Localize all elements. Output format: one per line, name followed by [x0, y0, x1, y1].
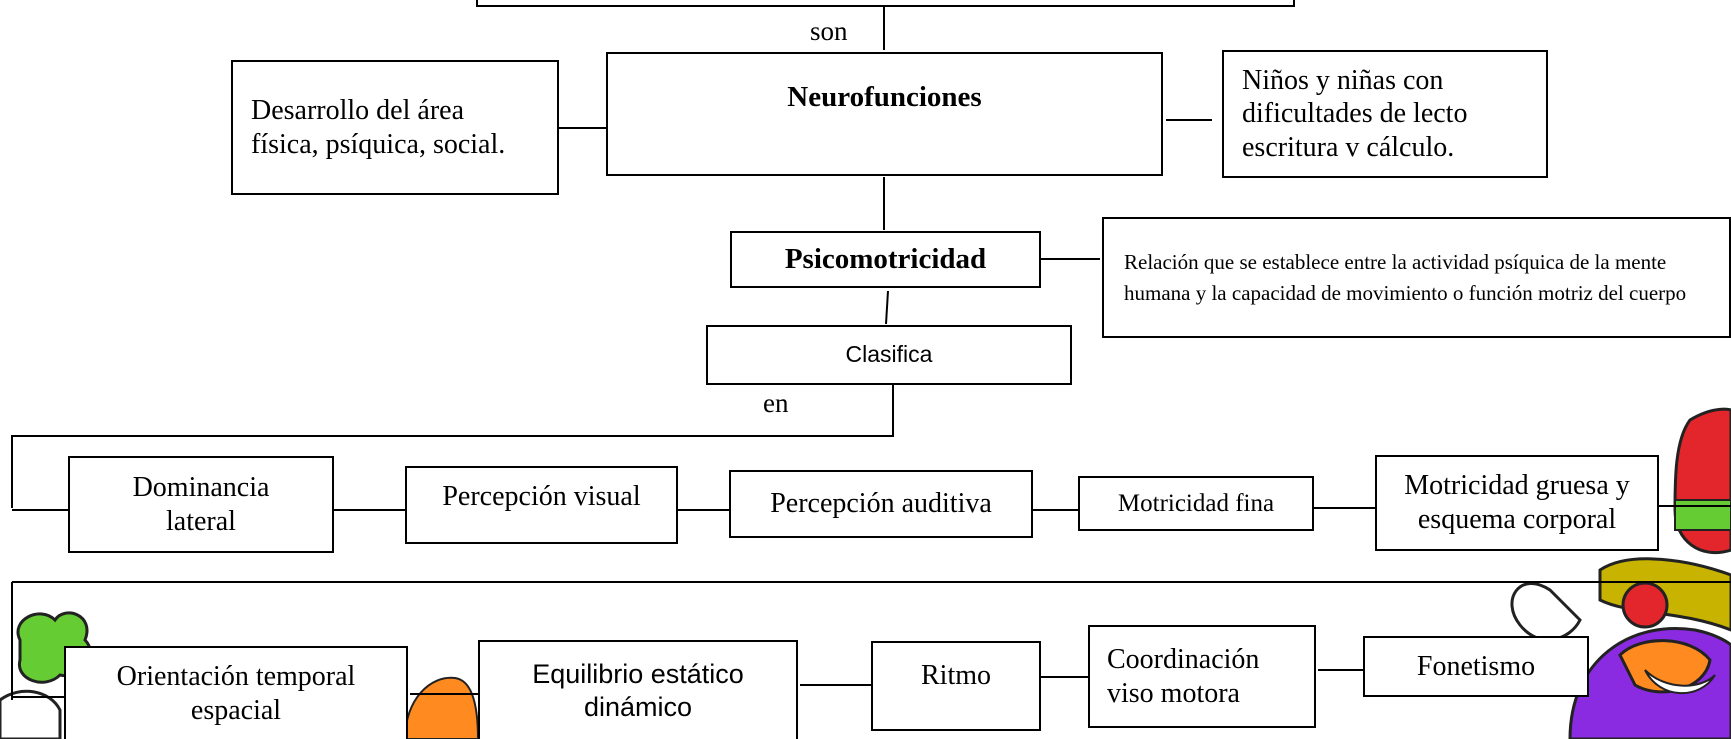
ninos-box: Niños y niñas con dificultades de lecto … — [1222, 50, 1548, 178]
equilibrio-box: Equilibrio estático dinámico — [478, 640, 798, 739]
percepcion-auditiva-text: Percepción auditiva — [770, 488, 992, 520]
psicomotricidad-text: Psicomotricidad — [784, 243, 987, 276]
percepcion-visual-text: Percepción visual — [442, 481, 641, 512]
ritmo-text: Ritmo — [920, 660, 991, 691]
fonetismo-text: Fonetismo — [1416, 650, 1536, 682]
fonetismo-box: Fonetismo — [1363, 636, 1589, 697]
clasifica-box: Clasifica — [706, 325, 1072, 385]
cartoon-character-right-decoration — [1510, 407, 1731, 739]
coordinacion-box: Coordinación viso motora — [1088, 625, 1316, 728]
percepcion-visual-box: Percepción visual — [405, 466, 678, 544]
neurofunciones-text: Neurofunciones — [787, 81, 982, 113]
dominancia-box: Dominancia lateral — [68, 456, 334, 553]
clasifica-text: Clasifica — [845, 341, 933, 368]
desarrollo-box: Desarrollo del área física, psíquica, so… — [231, 60, 559, 195]
psicomotricidad-box: Psicomotricidad — [730, 231, 1041, 288]
motricidad-fina-text: Motricidad fina — [1117, 489, 1275, 517]
equilibrio-text: Equilibrio estático dinámico — [532, 659, 744, 722]
ninos-text: Niños y niñas con dificultades de lecto … — [1242, 64, 1468, 163]
relacion-text: Relación que se establece entre la activ… — [1124, 250, 1687, 305]
dominancia-text: Dominancia lateral — [132, 471, 270, 537]
neurofunciones-box: Neurofunciones — [606, 52, 1163, 176]
motricidad-fina-box: Motricidad fina — [1078, 476, 1314, 531]
connector-label-son: son — [810, 16, 848, 46]
orientacion-text: Orientación temporal espacial — [116, 660, 356, 726]
percepcion-auditiva-box: Percepción auditiva — [729, 470, 1033, 538]
relacion-box: Relación que se establece entre la activ… — [1102, 217, 1731, 338]
cartoon-character-left-decoration — [0, 611, 92, 739]
desarrollo-text: Desarrollo del área física, psíquica, so… — [251, 94, 506, 160]
connector-label-en: en — [763, 388, 789, 418]
ritmo-box: Ritmo — [871, 641, 1041, 731]
orientacion-box: Orientación temporal espacial — [64, 646, 408, 739]
motricidad-gruesa-box: Motricidad gruesa y esquema corporal — [1375, 455, 1659, 551]
coordinacion-text: Coordinación viso motora — [1107, 643, 1260, 709]
motricidad-gruesa-text: Motricidad gruesa y esquema corporal — [1404, 470, 1630, 535]
